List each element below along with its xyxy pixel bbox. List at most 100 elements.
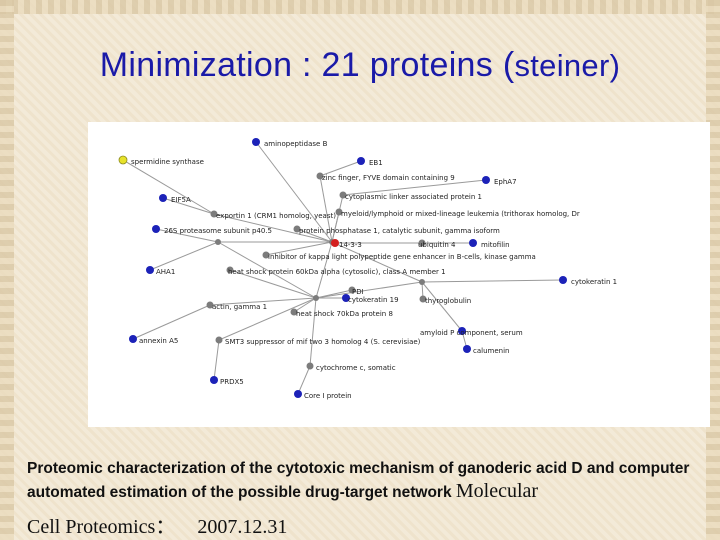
citation-title: Proteomic characterization of the cytoto… xyxy=(27,460,690,501)
network-diagram: aminopeptidase B spermidine synthase EB1 zi… xyxy=(118,138,617,400)
citation-journal-line: Cell Proteomics： 2007.12.31 xyxy=(27,510,287,539)
network-edge xyxy=(315,241,333,299)
node-label: spermidine synthase xyxy=(131,158,204,166)
journal-name-part1: Molecular xyxy=(455,480,539,502)
node-label: inhibitor of kappa light polypeptide gen… xyxy=(268,253,536,261)
node-label: cytokeratin 1 xyxy=(571,278,617,286)
network-edge xyxy=(309,297,317,367)
network-edge xyxy=(421,279,564,283)
network-edge xyxy=(155,228,219,243)
network-node: PRDX5 xyxy=(210,376,244,386)
network-edge xyxy=(162,197,215,215)
node-dot xyxy=(306,362,314,370)
network-node: mitofilin xyxy=(469,239,510,249)
network-edge xyxy=(342,179,487,196)
slide-title: Minimization : 21 proteins (steiner) xyxy=(0,46,720,85)
node-label: amyloid P component, serum xyxy=(420,329,523,337)
node-dot xyxy=(152,225,160,233)
network-node: AHA1 xyxy=(146,266,175,276)
network-node: inhibitor of kappa light polypeptide gen… xyxy=(262,251,536,261)
decorative-border-left xyxy=(0,0,14,540)
network-node: EB1 xyxy=(357,157,383,167)
network-edge xyxy=(217,241,317,299)
node-label: calumenin xyxy=(473,347,509,355)
network-edge xyxy=(149,241,219,271)
network-node: PDI xyxy=(348,286,364,296)
network-edge xyxy=(331,211,340,243)
node-label: 26S proteasome subunit p40.5 xyxy=(164,227,272,235)
node-label: EIF5A xyxy=(171,196,191,204)
node-dot xyxy=(262,251,270,259)
network-edge xyxy=(213,213,333,243)
node-label: actin, gamma 1 xyxy=(212,303,267,311)
network-node: heat shock 70kDa protein 8 xyxy=(290,308,393,318)
edge-group xyxy=(122,141,564,395)
network-edge xyxy=(331,241,423,283)
node-dot xyxy=(118,155,128,165)
node-dot xyxy=(331,239,339,247)
network-edge xyxy=(132,304,211,340)
journal-name-part2: Cell Proteomics xyxy=(27,516,156,538)
network-node: EphA7 xyxy=(482,176,517,186)
network-node: protein phosphatase 1, catalytic subunit… xyxy=(293,225,500,235)
network-node: SMT3 suppressor of mif two 3 homolog 4 (… xyxy=(215,336,421,346)
node-label: EB1 xyxy=(369,159,383,167)
network-edge xyxy=(213,339,220,381)
node-dot xyxy=(226,266,234,274)
network-node: Core I protein xyxy=(294,390,352,400)
node-label: protein phosphatase 1, catalytic subunit… xyxy=(299,227,500,235)
node-label: SMT3 suppressor of mif two 3 homolog 4 (… xyxy=(225,338,421,346)
network-node: aminopeptidase B xyxy=(252,138,328,148)
publication-date: 2007.12.31 xyxy=(197,516,288,538)
node-dot xyxy=(335,208,343,216)
node-dot xyxy=(348,286,356,294)
node-dot xyxy=(294,390,302,398)
node-dot xyxy=(357,157,365,165)
node-dot xyxy=(339,191,347,199)
node-label: aminopeptidase B xyxy=(264,140,328,148)
network-node: heat shock protein 60kDa alpha (cytosoli… xyxy=(226,266,446,276)
network-edge xyxy=(255,141,333,243)
network-node: thyroglobulin xyxy=(419,295,471,305)
node-label: PRDX5 xyxy=(220,378,244,386)
node-dot xyxy=(342,294,350,302)
node-label: cytokeratin 19 xyxy=(348,296,399,304)
network-edge xyxy=(293,297,317,313)
network-edge xyxy=(265,241,333,256)
journal-separator: ： xyxy=(155,516,176,538)
network-node: 14-3-3 xyxy=(331,239,362,249)
network-edge xyxy=(218,297,317,341)
node-dot xyxy=(316,172,324,180)
node-label: thyroglobulin xyxy=(425,297,471,305)
node-label: 14-3-3 xyxy=(339,241,362,249)
network-node: myeloid/lymphoid or mixed-lineage leukem… xyxy=(335,208,580,218)
node-dot xyxy=(210,376,218,384)
network-edge xyxy=(229,269,317,299)
node-label: EphA7 xyxy=(494,178,517,186)
network-junction xyxy=(215,239,221,245)
decorative-border-top xyxy=(0,0,720,14)
network-edge xyxy=(315,281,423,299)
node-label: annexin A5 xyxy=(139,337,178,345)
node-dot xyxy=(293,225,301,233)
network-node: zinc finger, FYVE domain containing 9 xyxy=(316,172,455,182)
network-node: exportin 1 (CRM1 homolog, yeast) xyxy=(210,210,336,220)
title-main: Minimization : 21 proteins ( xyxy=(99,46,515,84)
network-node: annexin A5 xyxy=(129,335,178,345)
node-label: mitofilin xyxy=(481,241,510,249)
network-node: actin, gamma 1 xyxy=(206,301,267,311)
node-dot xyxy=(159,194,167,202)
node-dot xyxy=(146,266,154,274)
node-dot xyxy=(290,308,298,316)
network-edge xyxy=(421,281,463,332)
network-node: cytoplasmic linker associated protein 1 xyxy=(339,191,482,201)
network-junction xyxy=(419,279,425,285)
node-dot xyxy=(559,276,567,284)
node-dot xyxy=(252,138,260,146)
node-label: AHA1 xyxy=(156,268,175,276)
network-edge xyxy=(122,159,215,215)
network-node: amyloid P component, serum xyxy=(420,327,523,337)
node-dot xyxy=(482,176,490,184)
node-label: heat shock 70kDa protein 8 xyxy=(296,310,393,318)
node-label: ubiquitin 4 xyxy=(418,241,456,249)
